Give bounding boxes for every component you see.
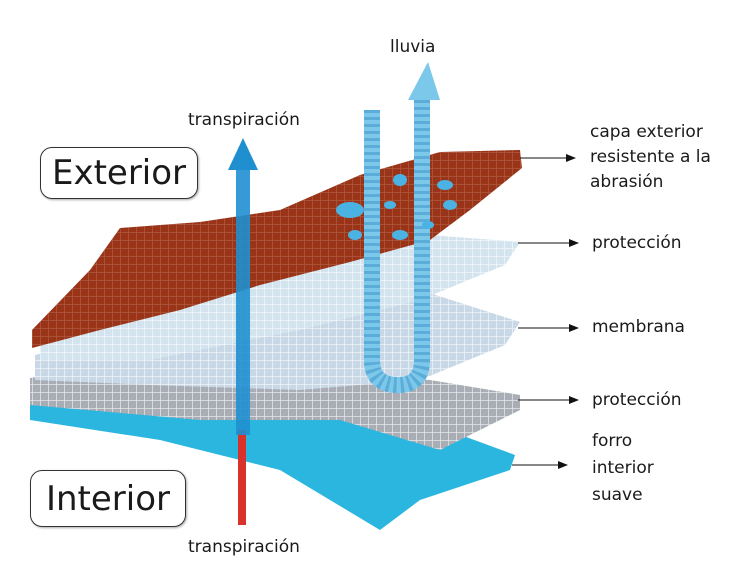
interior-label: Interior [30,470,186,527]
layer-label-outer: capa exterior resistente a la abrasión [590,122,711,192]
rain-arrowhead [408,62,440,100]
exterior-label: Exterior [40,147,198,199]
layer-label-lining: forro interior suave [592,431,654,505]
transpiration-arrowhead [228,138,258,170]
layer-label-protection-bottom: protección [592,390,682,410]
transpiration-arrow [236,165,250,435]
transpiration-bottom-label: transpiración [188,537,300,557]
layer-label-protection-top: protección [592,233,682,253]
transpiration-top-label: transpiración [188,110,300,130]
layer-label-membrane: membrana [592,317,685,337]
rain-label: lluvia [390,37,436,57]
transpiration-arrow-bottom [238,430,246,525]
water-droplets [336,174,457,240]
